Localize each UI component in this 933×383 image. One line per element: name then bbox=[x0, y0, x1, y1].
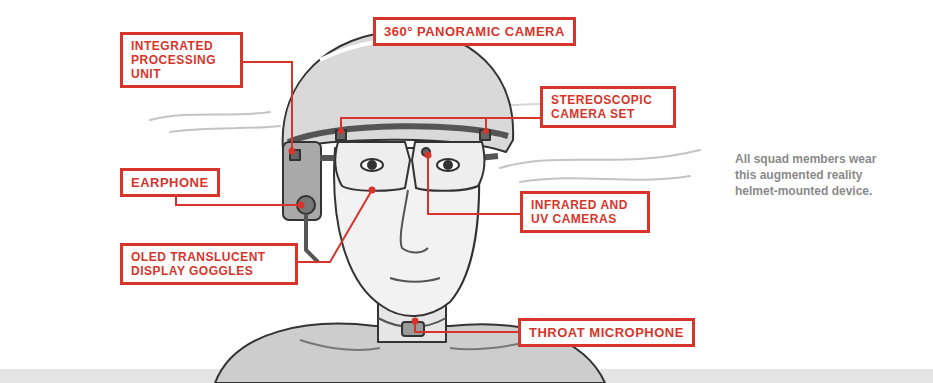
callout-text: INFRARED AND UV CAMERAS bbox=[531, 198, 639, 226]
callout-box: STEREOSCOPIC CAMERA SET bbox=[540, 86, 676, 128]
leader-dots bbox=[289, 27, 490, 325]
callout-text: EARPHONE bbox=[131, 175, 209, 190]
callout-box: INFRARED AND UV CAMERAS bbox=[520, 191, 650, 233]
callout-box: INTEGRATED PROCESSING UNIT bbox=[120, 32, 243, 88]
callout-box: THROAT MICROPHONE bbox=[518, 318, 695, 347]
callout-text: OLED TRANSLUCENT DISPLAY GOGGLES bbox=[131, 250, 287, 278]
callout-text: STEREOSCOPIC CAMERA SET bbox=[551, 93, 665, 121]
callout-text: 360° PANORAMIC CAMERA bbox=[384, 24, 565, 39]
callout-box: 360° PANORAMIC CAMERA bbox=[373, 17, 576, 46]
callout-box: OLED TRANSLUCENT DISPLAY GOGGLES bbox=[120, 243, 298, 285]
callout-text: THROAT MICROPHONE bbox=[529, 325, 684, 340]
side-note: All squad members wear this augmented re… bbox=[735, 151, 887, 200]
callout-box: EARPHONE bbox=[120, 168, 220, 197]
callout-text: INTEGRATED PROCESSING UNIT bbox=[131, 39, 232, 81]
